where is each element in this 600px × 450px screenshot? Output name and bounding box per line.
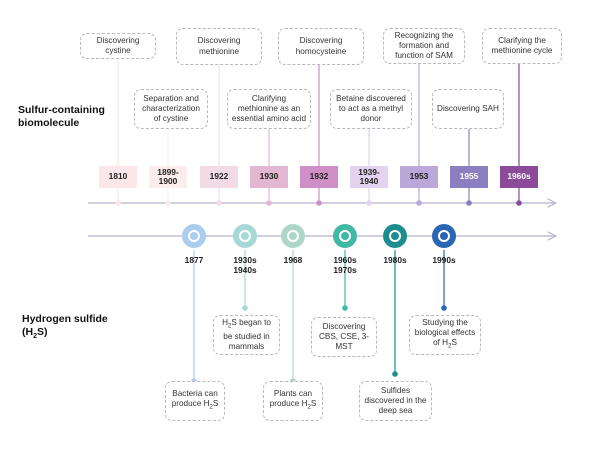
biomolecule-event-box: Separation and characterization of cysti…: [134, 89, 208, 129]
h2s-year-label: 1968: [283, 255, 303, 265]
h2s-connector-dot: [242, 305, 248, 311]
h2s-event-text-rest: S: [310, 399, 317, 409]
h2s-event-text-main: Discovering CBS, CSE, 3-MST: [318, 321, 370, 352]
biomolecule-event-box: Discovering homocysteine: [278, 28, 364, 65]
biomolecule-event-text: Discovering methionine: [197, 36, 241, 56]
biomolecule-section-label: Sulfur-containing biomolecule: [18, 104, 105, 129]
biomolecule-axis-dot: [416, 200, 422, 206]
biomolecule-year: 1939- 1940: [350, 166, 388, 188]
biomolecule-event-text: Separation and characterization of cysti…: [142, 93, 200, 124]
biomolecule-event-box: Betaine discovered to act as a methyl do…: [330, 89, 412, 129]
h2s-event-text-main: Bacteria can produce H: [171, 388, 218, 409]
h2s-ring-marker: [432, 224, 456, 248]
biomolecule-year: 1922: [200, 166, 238, 188]
h2s-event-text: Sulfides discovered in the deep sea: [363, 386, 428, 417]
biomolecule-year: 1960s: [500, 166, 538, 188]
biomolecule-event-text: Discovering SAH: [437, 103, 499, 113]
biomolecule-event-text: Discovering homocysteine: [295, 36, 347, 56]
biomolecule-year-label: 1899- 1900: [157, 166, 179, 186]
h2s-event-box: Studying the biological effects of H2S: [409, 315, 481, 355]
h2s-event-box: Discovering CBS, CSE, 3-MST: [311, 317, 377, 357]
h2s-event-text-subscript: 2: [307, 404, 311, 411]
biomolecule-event-text: Clarifying methionine as an essential am…: [231, 93, 307, 124]
biomolecule-axis-dot: [516, 200, 522, 206]
biomolecule-year: 1930: [250, 166, 288, 188]
h2s-event-text-rest: S: [212, 399, 219, 409]
h2s-ring-marker: [182, 224, 206, 248]
h2s-section-label: Hydrogen sulfide (H2S): [22, 313, 108, 341]
biomolecule-year-label: 1932: [309, 171, 329, 182]
h2s-event-box: Plants can produce H2S: [263, 381, 323, 421]
h2s-event-text-rest: S began to be studied in mammals: [223, 317, 271, 351]
h2s-event-text-main: Sulfides discovered in the deep sea: [364, 385, 427, 416]
h2s-event-text-subscript: 2: [227, 323, 232, 330]
biomolecule-year-label: 1960s: [507, 171, 531, 182]
h2s-event-text: Discovering CBS, CSE, 3-MST: [315, 322, 373, 353]
h2s-event-box: Sulfides discovered in the deep sea: [359, 381, 432, 421]
biomolecule-axis-dot: [366, 200, 372, 206]
biomolecule-year-label: 1810: [108, 171, 128, 182]
biomolecule-event-box: Discovering cystine: [80, 33, 156, 59]
h2s-connector-dot: [441, 305, 447, 311]
biomolecule-year: 1932: [300, 166, 338, 188]
biomolecule-event-box: Recognizing the formation and function o…: [383, 28, 465, 64]
biomolecule-event-box: Clarifying methionine as an essential am…: [227, 89, 311, 129]
biomolecule-year-label: 1939- 1940: [358, 166, 380, 186]
h2s-event-text: Bacteria can produce H2S: [169, 389, 221, 413]
h2s-year-label: 1960s 1970s: [333, 255, 357, 275]
h2s-event-text: Plants can produce H2S: [267, 389, 319, 413]
biomolecule-year: 1955: [450, 166, 488, 188]
biomolecule-axis-dot: [316, 200, 322, 206]
biomolecule-axis-dot: [266, 200, 272, 206]
h2s-event-box: H2S began to be studied in mammals: [213, 315, 280, 355]
h2s-event-text-subscript: 2: [448, 343, 452, 350]
h2s-event-text-rest: S: [451, 338, 457, 348]
biomolecule-event-text: Recognizing the formation and function o…: [394, 30, 454, 61]
biomolecule-event-box: Discovering methionine: [176, 28, 262, 65]
h2s-ring-marker: [333, 224, 357, 248]
biomolecule-axis-dot: [165, 200, 171, 206]
h2s-ring-marker: [233, 224, 257, 248]
h2s-year-label: 1877: [184, 255, 204, 265]
h2s-event-text-main: Plants can produce H: [269, 388, 313, 409]
biomolecule-event-text: Betaine discovered to act as a methyl do…: [336, 93, 406, 124]
h2s-connector-dot: [392, 371, 398, 377]
h2s-year-label: 1930s 1940s: [233, 255, 257, 275]
biomolecule-axis-dot: [115, 200, 121, 206]
biomolecule-year-label: 1930: [259, 171, 279, 182]
h2s-event-text-main: Studying the biological effects of H: [414, 317, 476, 348]
biomolecule-year: 1953: [400, 166, 438, 188]
h2s-event-text: H2S began to be studied in mammals: [217, 318, 276, 352]
h2s-event-text-main: H: [222, 317, 228, 327]
biomolecule-axis-dot: [216, 200, 222, 206]
h2s-event-text: Studying the biological effects of H2S: [413, 318, 477, 352]
biomolecule-event-box: Discovering SAH: [432, 89, 504, 129]
biomolecule-year-label: 1922: [209, 171, 229, 182]
h2s-connector-dot: [342, 305, 348, 311]
h2s-ring-marker: [383, 224, 407, 248]
biomolecule-event-text: Clarifying the methionine cycle: [491, 35, 553, 55]
biomolecule-year-label: 1953: [409, 171, 429, 182]
h2s-ring-marker: [281, 224, 305, 248]
biomolecule-year: 1810: [99, 166, 137, 188]
biomolecule-axis-dot: [466, 200, 472, 206]
biomolecule-year-label: 1955: [459, 171, 479, 182]
biomolecule-event-text: Discovering cystine: [96, 35, 140, 55]
biomolecule-event-box: Clarifying the methionine cycle: [482, 28, 562, 64]
h2s-event-text-subscript: 2: [209, 404, 213, 411]
h2s-year-label: 1990s: [432, 255, 456, 265]
h2s-year-label: 1980s: [383, 255, 407, 265]
h2s-event-box: Bacteria can produce H2S: [165, 381, 225, 421]
biomolecule-year: 1899- 1900: [149, 166, 187, 188]
